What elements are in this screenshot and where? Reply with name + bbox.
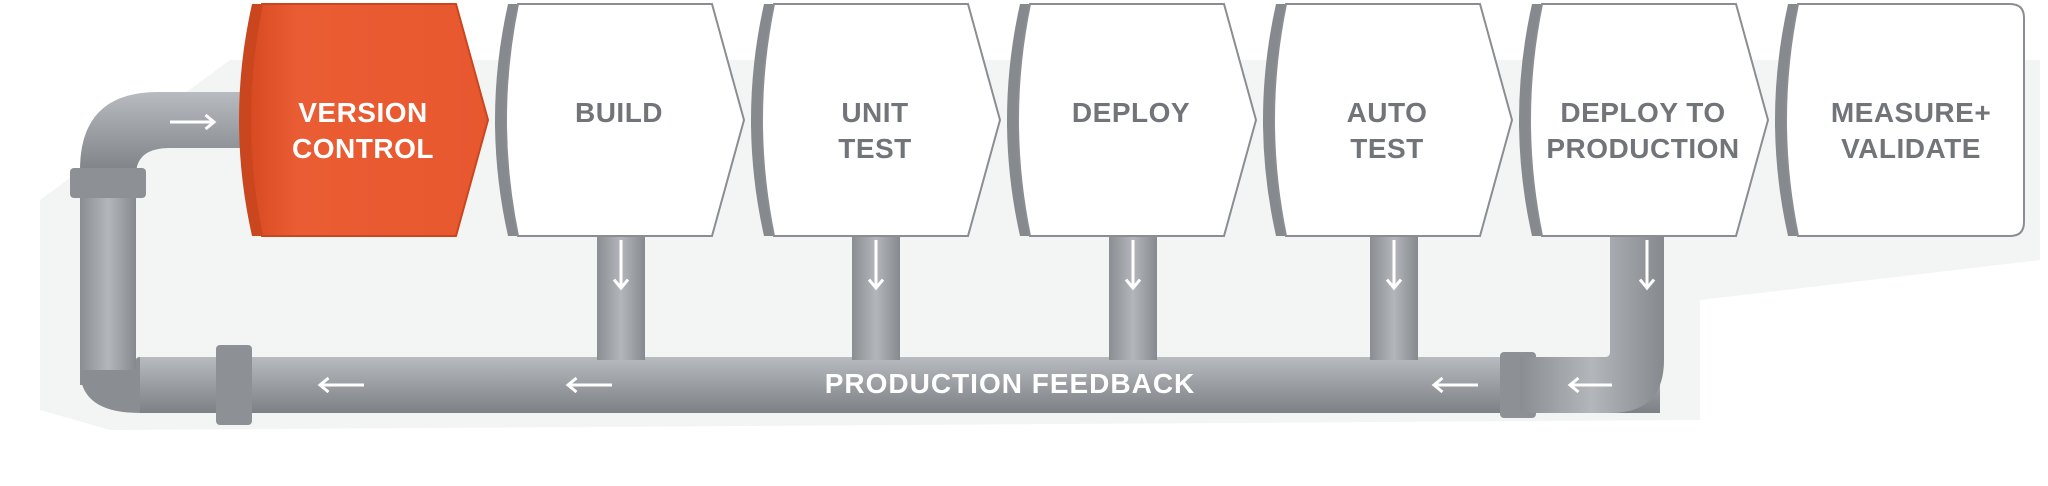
stage-label: PRODUCTION bbox=[1546, 133, 1739, 164]
arrow-down-icon bbox=[1124, 240, 1142, 291]
pipe-coupling-bottom-left bbox=[216, 345, 252, 425]
stage-label: MEASURE+ bbox=[1831, 97, 1991, 128]
arrow-down-icon bbox=[612, 240, 630, 291]
arrow-left-icon bbox=[317, 376, 364, 394]
stage-label: DEPLOY bbox=[1072, 97, 1190, 128]
stage-label: UNIT bbox=[841, 97, 908, 128]
stage-face bbox=[1529, 3, 1770, 237]
stage-deploy: DEPLOY bbox=[1007, 3, 1258, 237]
arrow-down-icon bbox=[867, 240, 885, 291]
stage-face bbox=[1785, 3, 2025, 237]
pipe-elbow-right bbox=[1520, 235, 1664, 413]
arrow-left-icon bbox=[1431, 376, 1478, 394]
stage-deploy-to-production: DEPLOY TO PRODUCTION bbox=[1519, 3, 1770, 237]
stage-unit-test: UNIT TEST bbox=[751, 3, 1002, 237]
stage-label: TEST bbox=[1350, 133, 1424, 164]
stage-label: VERSION bbox=[298, 97, 428, 128]
stage-label: TEST bbox=[838, 133, 912, 164]
stage-build: BUILD bbox=[495, 3, 746, 237]
pipe-coupling-left bbox=[70, 168, 146, 198]
arrow-down-icon bbox=[1385, 240, 1403, 291]
production-feedback-label: PRODUCTION FEEDBACK bbox=[825, 368, 1196, 399]
stage-label: CONTROL bbox=[292, 133, 434, 164]
pipe-elbow-bottom-left bbox=[80, 357, 140, 413]
pipeline-stages: VERSION CONTROL BUILD UNIT TEST DEPLOY AUTO TES… bbox=[239, 3, 2025, 237]
arrow-right-icon bbox=[170, 113, 217, 131]
stage-face bbox=[505, 3, 746, 237]
arrow-left-icon bbox=[1567, 376, 1612, 394]
stage-face bbox=[761, 3, 1002, 237]
feedback-pipe-horizontal bbox=[140, 357, 1660, 413]
flow-arrows bbox=[170, 113, 1656, 394]
stage-label: DEPLOY TO bbox=[1560, 97, 1725, 128]
stage-label: BUILD bbox=[575, 97, 663, 128]
pipe-elbow-top-left bbox=[80, 92, 240, 175]
stage-label: AUTO bbox=[1347, 97, 1428, 128]
return-pipe-vertical bbox=[80, 170, 136, 385]
stage-face bbox=[1017, 3, 1258, 237]
stage-auto-test: AUTO TEST bbox=[1263, 3, 1514, 237]
stage-measure-validate: MEASURE+ VALIDATE bbox=[1775, 3, 2025, 237]
arrow-down-icon bbox=[1638, 240, 1656, 291]
feedback-pipes bbox=[70, 92, 1664, 425]
stage-label: VALIDATE bbox=[1841, 133, 1981, 164]
arrow-left-icon bbox=[565, 376, 612, 394]
stage-face bbox=[249, 3, 490, 237]
stage-version-control: VERSION CONTROL bbox=[239, 3, 490, 237]
stage-face bbox=[1273, 3, 1514, 237]
